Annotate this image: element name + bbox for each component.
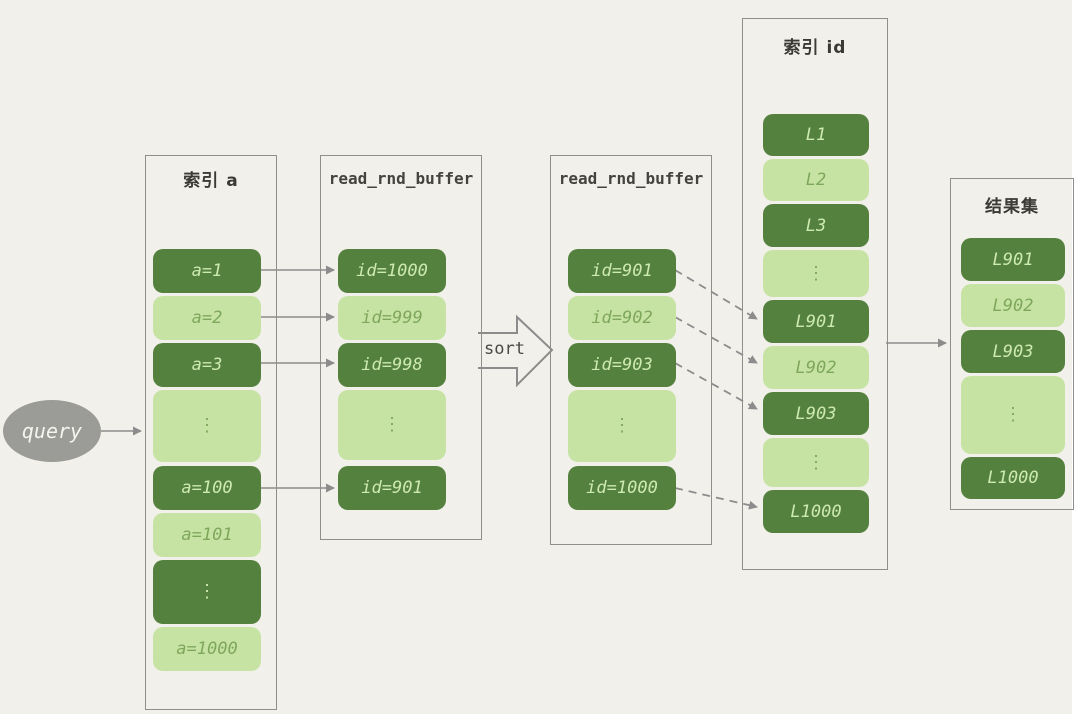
index-a-box: a=1 [153,249,261,293]
result-box: L903 [961,330,1065,373]
index-a-ellipsis-box: ⋮ [153,560,261,624]
index-id-ellipsis-box: ⋮ [763,250,869,297]
index-a-box: a=101 [153,513,261,557]
index-id-box: L1000 [763,490,869,533]
buffer-box: id=903 [568,343,676,387]
read-rnd-buffer-sorted-title: read_rnd_buffer [558,169,704,188]
result-set-title: 结果集 [985,197,1039,217]
index-a-title: 索引 a [183,171,239,191]
random-read-arrow-1000 [674,487,758,510]
query-node: query [3,400,101,462]
result-box: L1000 [961,457,1065,499]
index-id-box: L903 [763,392,869,435]
buffer-box: id=998 [338,343,446,387]
index-id-box: L902 [763,346,869,389]
result-set-panel: 结果集 L901 L902 L903 ⋮ L1000 [950,178,1074,510]
index-a-box: a=3 [153,343,261,387]
right-edge-strip [1072,0,1080,722]
random-read-arrow-902 [674,316,758,364]
query-label: query [21,419,83,443]
buffer-box: id=901 [568,249,676,293]
sort-block-arrow [478,314,554,388]
index-a-box: a=100 [153,466,261,510]
index-a-box: a=1000 [153,627,261,671]
read-rnd-buffer-unsorted-title: read_rnd_buffer [328,169,474,188]
buffer-box: id=901 [338,466,446,510]
buffer-ellipsis-box: ⋮ [568,390,676,462]
result-box: L901 [961,238,1065,281]
index-a-ellipsis-box: ⋮ [153,390,261,462]
random-read-arrow-903 [674,362,758,410]
index-id-panel: 索引 id L1 L2 L3 ⋮ L901 L902 L903 ⋮ L1000 [742,18,888,570]
index-id-box: L1 [763,114,869,156]
result-ellipsis-box: ⋮ [961,376,1065,454]
index-a-box: a=2 [153,296,261,340]
read-rnd-buffer-sorted-panel: read_rnd_buffer id=901 id=902 id=903 ⋮ i… [550,155,712,545]
read-rnd-buffer-unsorted-panel: read_rnd_buffer id=1000 id=999 id=998 ⋮ … [320,155,482,540]
buffer-ellipsis-box: ⋮ [338,390,446,460]
buffer-box: id=902 [568,296,676,340]
index-id-ellipsis-box: ⋮ [763,438,869,487]
bottom-edge-strip [0,714,1080,722]
sort-label: sort [484,339,525,359]
index-id-box: L3 [763,204,869,247]
index-id-title: 索引 id [783,38,847,58]
random-read-arrow-901 [674,269,758,320]
buffer-box: id=1000 [568,466,676,510]
buffer-box: id=999 [338,296,446,340]
index-id-box: L2 [763,159,869,201]
index-id-box: L901 [763,300,869,343]
buffer-box: id=1000 [338,249,446,293]
result-box: L902 [961,284,1065,327]
index-a-panel: 索引 a a=1 a=2 a=3 ⋮ a=100 a=101 ⋮ a=1000 [145,155,277,710]
